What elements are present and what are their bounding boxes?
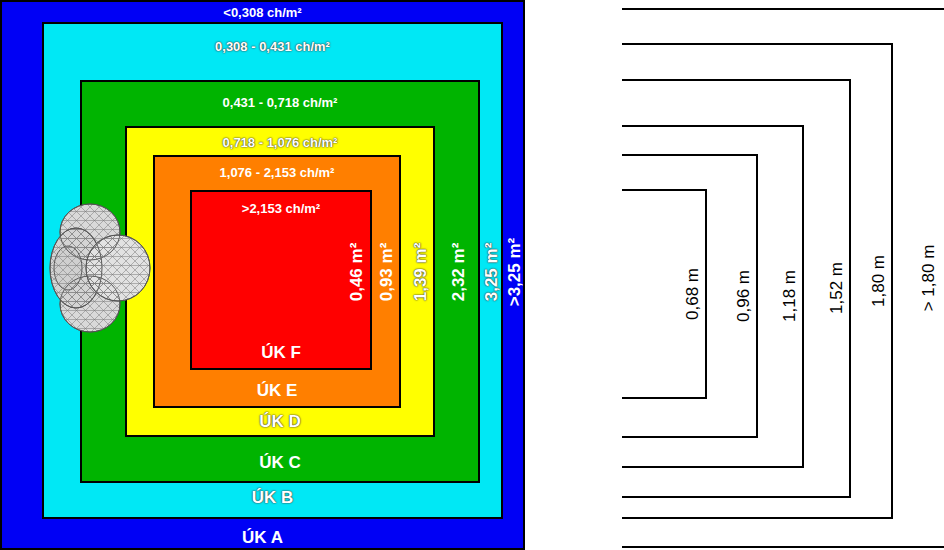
density-range: 0,718 - 1,076 ch/m² (223, 136, 338, 149)
head-mesh (50, 204, 150, 332)
zone-label: ÚK F (261, 344, 301, 361)
density-range: <0,308 ch/m² (223, 6, 301, 19)
dimension-label: 1,18 m (781, 270, 798, 322)
density-range: 0,308 - 0,431 ch/m² (215, 40, 330, 53)
density-range: >2,153 ch/m² (242, 202, 320, 215)
bracket-line (622, 8, 944, 10)
bracket-line (622, 44, 892, 518)
dimension-label: 1,80 m (870, 255, 887, 307)
zone-label: ÚK C (259, 454, 301, 471)
zone-label: ÚK E (257, 382, 298, 399)
zone-band: 1,076 - 2,153 ch/m² 0,93 m² ÚK E >2,153 ch/… (153, 155, 401, 408)
zone-band: 0,431 - 0,718 ch/m² 2,32 m² ÚK C 0,718 - 1,… (80, 80, 480, 483)
zone-label: ÚK A (242, 529, 283, 546)
dimension-label: 0,68 m (684, 268, 701, 320)
bracket-line (622, 80, 850, 497)
density-range: 0,431 - 0,718 ch/m² (223, 96, 338, 109)
dimension-label: 1,52 m (828, 262, 845, 314)
zone-label: ÚK B (252, 489, 294, 506)
dimension-label: > 1,80 m (920, 245, 937, 312)
area-value: 2,32 m² (450, 243, 467, 302)
area-value: 1,39 m² (412, 243, 429, 302)
area-value: 0,93 m² (378, 243, 395, 302)
bracket-line (622, 155, 757, 437)
zone-band: >2,153 ch/m² 0,46 m² ÚK F (190, 190, 372, 370)
zone-band: 0,308 - 0,431 ch/m² 3,25 m² ÚK B 0,431 - 0,… (42, 22, 503, 519)
area-value: 0,46 m² (348, 243, 365, 302)
area-value: >3,25 m² (506, 238, 523, 307)
zone-band: 0,718 - 1,076 ch/m² 1,39 m² ÚK D 1,076 - 2,… (125, 126, 435, 437)
zone-band: <0,308 ch/m² >3,25 m² ÚK A 0,308 - 0,431 ch… (0, 0, 525, 550)
bracket-line (622, 546, 944, 548)
dimension-label: 0,96 m (735, 270, 752, 322)
bracket-line (622, 126, 803, 467)
density-range: 1,076 - 2,153 ch/m² (220, 166, 335, 179)
area-value: 3,25 m² (483, 243, 500, 302)
zone-label: ÚK D (259, 413, 301, 430)
bracket-line (622, 190, 706, 398)
